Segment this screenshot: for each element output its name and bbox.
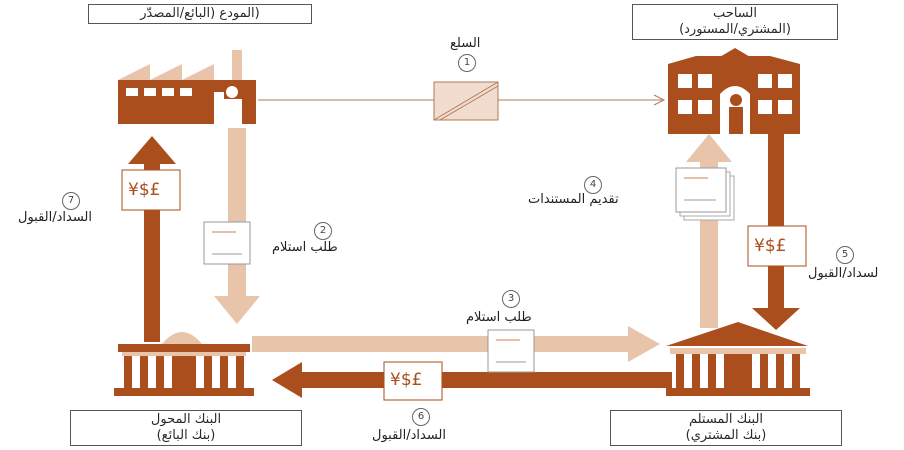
arrow-step-4	[686, 134, 732, 328]
step-4-label: تقديم المستندات	[528, 192, 619, 207]
step-7-label: السداد/القبول	[18, 210, 93, 225]
step-5-label: لسداد/القبول	[808, 266, 879, 281]
remitting-bank-icon	[114, 332, 254, 396]
buyer-building-icon	[668, 48, 800, 134]
step-2-number: 2	[314, 222, 332, 240]
collecting-bank-label-box: البنك المستلم (بنك المشتري)	[610, 410, 842, 446]
remitting-bank-sublabel: (بنك البائع)	[156, 428, 216, 443]
money-tag-step-7	[121, 169, 181, 211]
goods-crate-icon	[433, 81, 499, 121]
buyer-label-box: الساحب (المشتري/المستورد)	[632, 4, 838, 40]
step-3-number: 3	[502, 290, 520, 308]
collecting-bank-icon	[666, 322, 810, 396]
seller-label-box: (المودع (البائع/المصدّر	[88, 4, 312, 24]
collecting-bank-label: البنك المستلم	[688, 412, 764, 427]
step-6-label: السداد/القبول	[372, 428, 447, 443]
arrow-step-7	[128, 136, 176, 342]
money-tag-step-5	[747, 225, 807, 267]
step-6-number: 6	[412, 408, 430, 426]
step-7-number: 7	[62, 192, 80, 210]
buyer-sublabel: (المشتري/المستورد)	[679, 22, 791, 37]
currency-symbols-step-6: ¥$£	[390, 370, 423, 390]
step-4-number: 4	[584, 176, 602, 194]
seller-label: (المودع (البائع/المصدّر	[140, 6, 260, 21]
currency-symbols-step-7: ¥$£	[128, 180, 161, 200]
step-2-label: طلب استلام	[272, 240, 338, 255]
step-1-number: 1	[458, 54, 476, 72]
arrow-step-6	[272, 362, 672, 398]
collecting-bank-sublabel: (بنك المشتري)	[685, 428, 767, 443]
remitting-bank-label: البنك المحول	[150, 412, 222, 427]
document-icon-step-3	[487, 329, 535, 373]
step-1-label: السلع	[450, 36, 481, 51]
buyer-label: الساحب	[713, 6, 757, 21]
arrow-step-3	[252, 326, 660, 362]
step-5-number: 5	[836, 246, 854, 264]
currency-symbols-step-5: ¥$£	[754, 236, 787, 256]
document-stack-icon-step-4	[675, 167, 735, 221]
remitting-bank-label-box: البنك المحول (بنك البائع)	[70, 410, 302, 446]
document-icon-step-2	[203, 221, 251, 265]
money-tag-step-6	[383, 361, 443, 401]
factory-icon	[118, 50, 256, 124]
step-3-label: طلب استلام	[466, 310, 532, 325]
